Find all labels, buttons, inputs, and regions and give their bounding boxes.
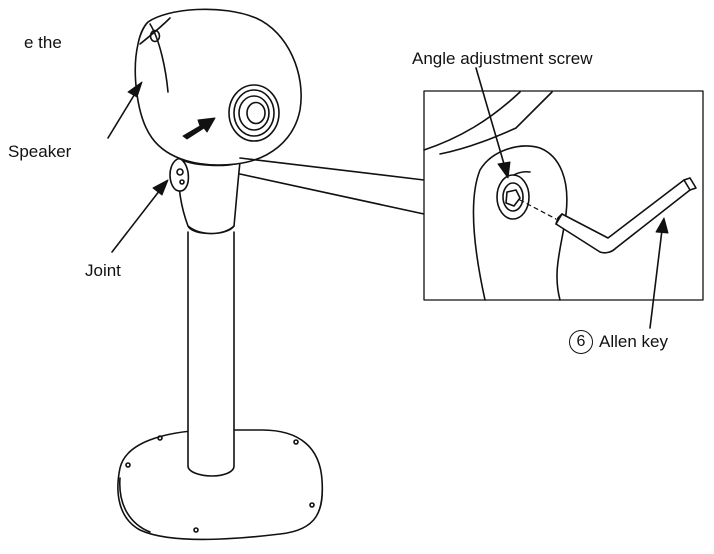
- speaker-label: Speaker: [8, 142, 72, 161]
- speaker-arrow: [107, 91, 137, 139]
- allen-key-label: Allen key: [599, 332, 668, 351]
- joint-label: Joint: [85, 261, 121, 280]
- part-number-badge: 6: [569, 330, 593, 354]
- joint-arrow: [111, 189, 161, 253]
- detail-box: [423, 90, 704, 301]
- detail-screw: [496, 174, 530, 220]
- allen-arrow: [649, 229, 663, 329]
- screw-arrow: [475, 67, 505, 165]
- insert-arrow: [182, 117, 216, 140]
- angle-adjustment-screw-label: Angle adjustment screw: [412, 49, 593, 68]
- speaker: [134, 8, 302, 166]
- detail-speaker-bottom: [423, 91, 553, 155]
- detail-allen-key: [519, 177, 697, 254]
- zoom-callout-lines: [239, 157, 425, 215]
- label-arrows: [107, 67, 669, 329]
- stand-pole: [187, 225, 235, 477]
- partial-instruction-text: e the: [24, 33, 62, 52]
